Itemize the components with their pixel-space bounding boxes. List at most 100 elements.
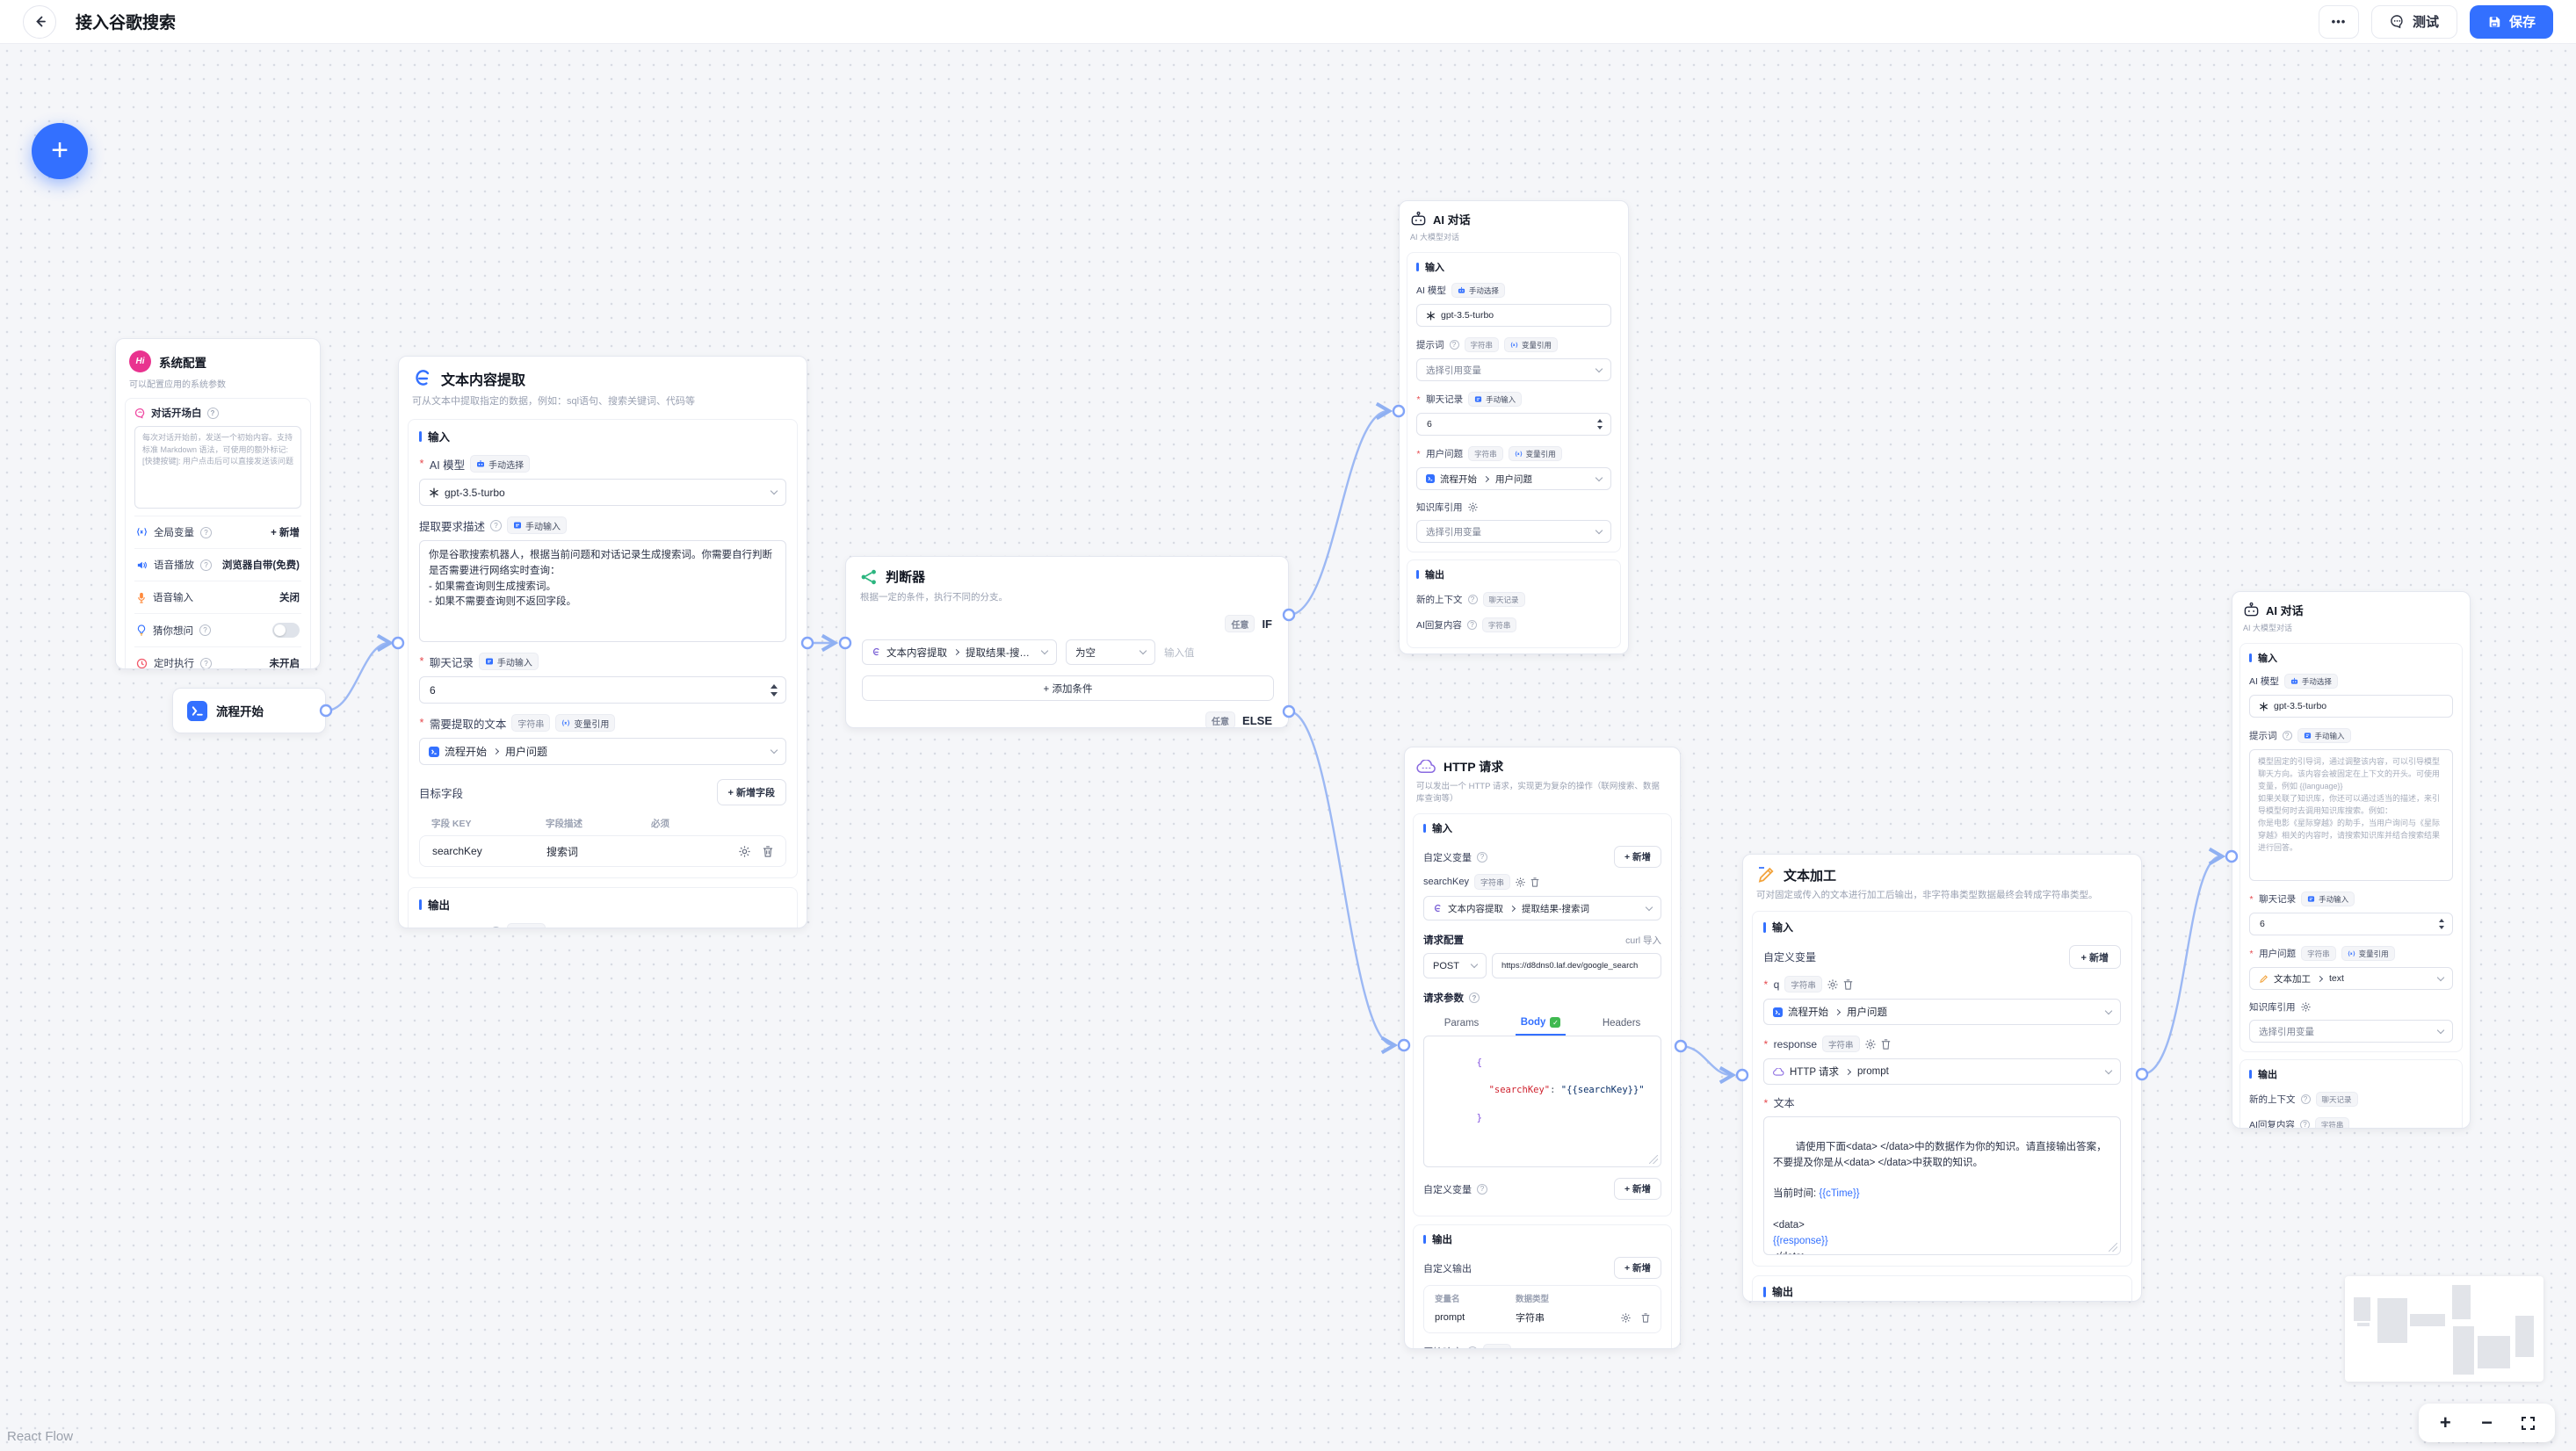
- template-variable: {{cTime}}: [1819, 1188, 1860, 1200]
- help-icon[interactable]: [490, 926, 503, 928]
- node-http-request[interactable]: HTTP 请求 可以发出一个 HTTP 请求，实现更为复杂的操作（联网搜索、数据…: [1404, 747, 1681, 1349]
- help-icon[interactable]: [1469, 993, 1480, 1003]
- help-icon[interactable]: [1467, 1346, 1478, 1348]
- help-icon[interactable]: [1449, 340, 1459, 350]
- delete-output-button[interactable]: [1641, 1312, 1650, 1323]
- target-text-select[interactable]: 流程开始用户问题: [419, 738, 786, 765]
- help-icon[interactable]: [2299, 1120, 2310, 1128]
- braces-icon: [1515, 450, 1522, 457]
- model-select[interactable]: gpt-3.5-turbo: [419, 479, 786, 506]
- searchkey-ref-select[interactable]: 文本内容提取提取结果-搜索词: [1423, 896, 1661, 920]
- extract-requirement-textarea[interactable]: 你是谷歌搜索机器人，根据当前问题和对话记录生成搜索词。你需要自行判断是否需要进行…: [419, 540, 786, 642]
- help-icon[interactable]: [1477, 1183, 1487, 1195]
- edit-output-button[interactable]: [1621, 1312, 1631, 1323]
- help-icon[interactable]: [200, 526, 212, 538]
- row-tts[interactable]: 语音播放 浏览器自带(免费): [134, 548, 301, 581]
- flow-canvas[interactable]: + Hi 系统配置 可以配置应用的系统参数 对话开场白 每次对话开始前，发送一个…: [0, 44, 2576, 1451]
- help-icon[interactable]: [200, 559, 212, 571]
- kb-select[interactable]: 选择引用变量: [2249, 1020, 2453, 1043]
- zoom-out-button[interactable]: −: [2481, 1411, 2493, 1433]
- minimap[interactable]: [2345, 1276, 2543, 1382]
- text-template-textarea[interactable]: 请使用下面<data> </data>中的数据作为你的知识。请直接输出答案，不要…: [1763, 1116, 2121, 1255]
- save-button[interactable]: 保存: [2469, 4, 2553, 39]
- edit-variable-button[interactable]: [1827, 978, 1838, 990]
- condition-icon: [861, 569, 876, 584]
- row-guess-question[interactable]: 猜你想问: [134, 613, 301, 646]
- number-stepper[interactable]: [771, 677, 778, 703]
- condition-variable-select[interactable]: 文本内容提取提取结果-搜索词: [862, 639, 1057, 665]
- help-icon[interactable]: [200, 657, 212, 668]
- condition-value-input[interactable]: 输入值: [1164, 647, 1195, 659]
- add-output-button[interactable]: + 新增: [1613, 1257, 1661, 1279]
- kb-select[interactable]: 选择引用变量: [1416, 520, 1611, 543]
- help-icon[interactable]: [2282, 731, 2292, 740]
- delete-variable-button[interactable]: [1881, 1038, 1891, 1050]
- curl-import-button[interactable]: curl 导入: [1625, 935, 1661, 946]
- body-code-editor[interactable]: { "searchKey": "{{searchKey}}" }: [1423, 1036, 1661, 1167]
- help-icon[interactable]: [199, 624, 211, 636]
- tab-params[interactable]: Params: [1444, 1018, 1480, 1029]
- chat-history-input[interactable]: 6: [1416, 413, 1611, 436]
- help-icon[interactable]: [1466, 620, 1477, 630]
- node-system-config[interactable]: Hi 系统配置 可以配置应用的系统参数 对话开场白 每次对话开始前，发送一个初始…: [115, 338, 321, 669]
- node-text-process[interactable]: 文本加工 可对固定或传入的文本进行加工后输出，非字符串类型数据最终会转成字符串类…: [1742, 854, 2142, 1302]
- chat-history-input[interactable]: 6: [419, 676, 786, 704]
- add-field-button[interactable]: + 新增字段: [716, 779, 786, 805]
- help-icon[interactable]: [490, 519, 503, 531]
- node-condition[interactable]: 判断器 根据一定的条件，执行不同的分支。 任意 IF 文本内容提取提取结果-搜索…: [845, 556, 1289, 728]
- back-button[interactable]: [23, 4, 56, 39]
- add-variable-button[interactable]: + 新增: [1613, 1178, 1661, 1200]
- chat-history-input[interactable]: 6: [2249, 913, 2453, 935]
- help-icon[interactable]: [2300, 1094, 2311, 1104]
- opening-textarea[interactable]: 每次对话开始前，发送一个初始内容。支持标准 Markdown 语法，可使用的额外…: [134, 426, 301, 509]
- add-node-button[interactable]: +: [32, 123, 88, 179]
- url-input[interactable]: https://d8dns0.laf.dev/google_search: [1492, 953, 1661, 978]
- node-ai-chat-1[interactable]: AI 对话 AI 大模型对话 输入 AI 模型 手动选择 gpt-3.5-tur…: [1399, 200, 1629, 654]
- number-stepper[interactable]: [1597, 414, 1603, 435]
- manual-input-icon: [1474, 396, 1482, 402]
- tab-body[interactable]: Body✓: [1515, 1014, 1567, 1036]
- help-icon[interactable]: [1467, 595, 1478, 604]
- user-question-select[interactable]: 流程开始用户问题: [1416, 467, 1611, 490]
- node-ai-chat-2[interactable]: AI 对话 AI 大模型对话 输入 AI 模型 手动选择 gpt-3.5-tur…: [2232, 591, 2471, 1129]
- resize-handle-icon[interactable]: [1649, 1155, 1658, 1164]
- add-condition-button[interactable]: + 添加条件: [862, 675, 1274, 701]
- q-ref-select[interactable]: 流程开始用户问题: [1763, 999, 2121, 1025]
- add-variable-button[interactable]: + 新增: [1613, 846, 1661, 868]
- delete-variable-button[interactable]: [1530, 877, 1539, 887]
- node-flow-start[interactable]: 流程开始: [172, 688, 326, 733]
- add-variable-button[interactable]: + 新增: [2068, 945, 2121, 969]
- node-content-extract[interactable]: 文本内容提取 可从文本中提取指定的数据，例如：sql语句、搜索关键词、代码等 输…: [398, 356, 807, 928]
- edit-variable-button[interactable]: [1516, 877, 1525, 887]
- fit-view-button[interactable]: [2514, 1408, 2543, 1438]
- edit-field-button[interactable]: [739, 845, 750, 857]
- edit-variable-button[interactable]: [1864, 1038, 1876, 1050]
- model-select[interactable]: gpt-3.5-turbo: [1416, 304, 1611, 327]
- prompt-textarea[interactable]: 模型固定的引导词，通过调整该内容，可以引导模型聊天方向。该内容会被固定在上下文的…: [2249, 749, 2453, 881]
- resize-handle-icon[interactable]: [2109, 1243, 2117, 1252]
- row-voice-input[interactable]: 语音输入 关闭: [134, 581, 301, 613]
- help-icon[interactable]: [1477, 851, 1487, 863]
- guess-question-toggle[interactable]: [272, 623, 300, 638]
- node-title: HTTP 请求: [1444, 760, 1504, 774]
- model-select[interactable]: gpt-3.5-turbo: [2249, 695, 2453, 718]
- zoom-in-button[interactable]: +: [2439, 1411, 2451, 1433]
- help-icon[interactable]: [206, 407, 219, 419]
- method-select[interactable]: POST: [1423, 953, 1487, 978]
- test-button[interactable]: 测试: [2370, 4, 2457, 39]
- tab-headers[interactable]: Headers: [1602, 1018, 1641, 1029]
- kb-settings-icon[interactable]: [1467, 502, 1478, 512]
- number-stepper[interactable]: [2439, 913, 2444, 935]
- prompt-select[interactable]: 选择引用变量: [1416, 358, 1611, 381]
- row-scheduled-run[interactable]: 定时执行 未开启: [134, 646, 301, 668]
- row-global-variables[interactable]: 全局变量 + 新增: [134, 516, 301, 548]
- delete-field-button[interactable]: [763, 845, 773, 857]
- add-variable-button[interactable]: + 新增: [271, 528, 300, 538]
- kb-settings-icon[interactable]: [2300, 1002, 2311, 1012]
- delete-variable-button[interactable]: [1843, 978, 1853, 990]
- condition-operator-select[interactable]: 为空: [1066, 639, 1155, 665]
- chevron-right-icon: [1482, 475, 1490, 482]
- more-button[interactable]: •••: [2318, 4, 2359, 39]
